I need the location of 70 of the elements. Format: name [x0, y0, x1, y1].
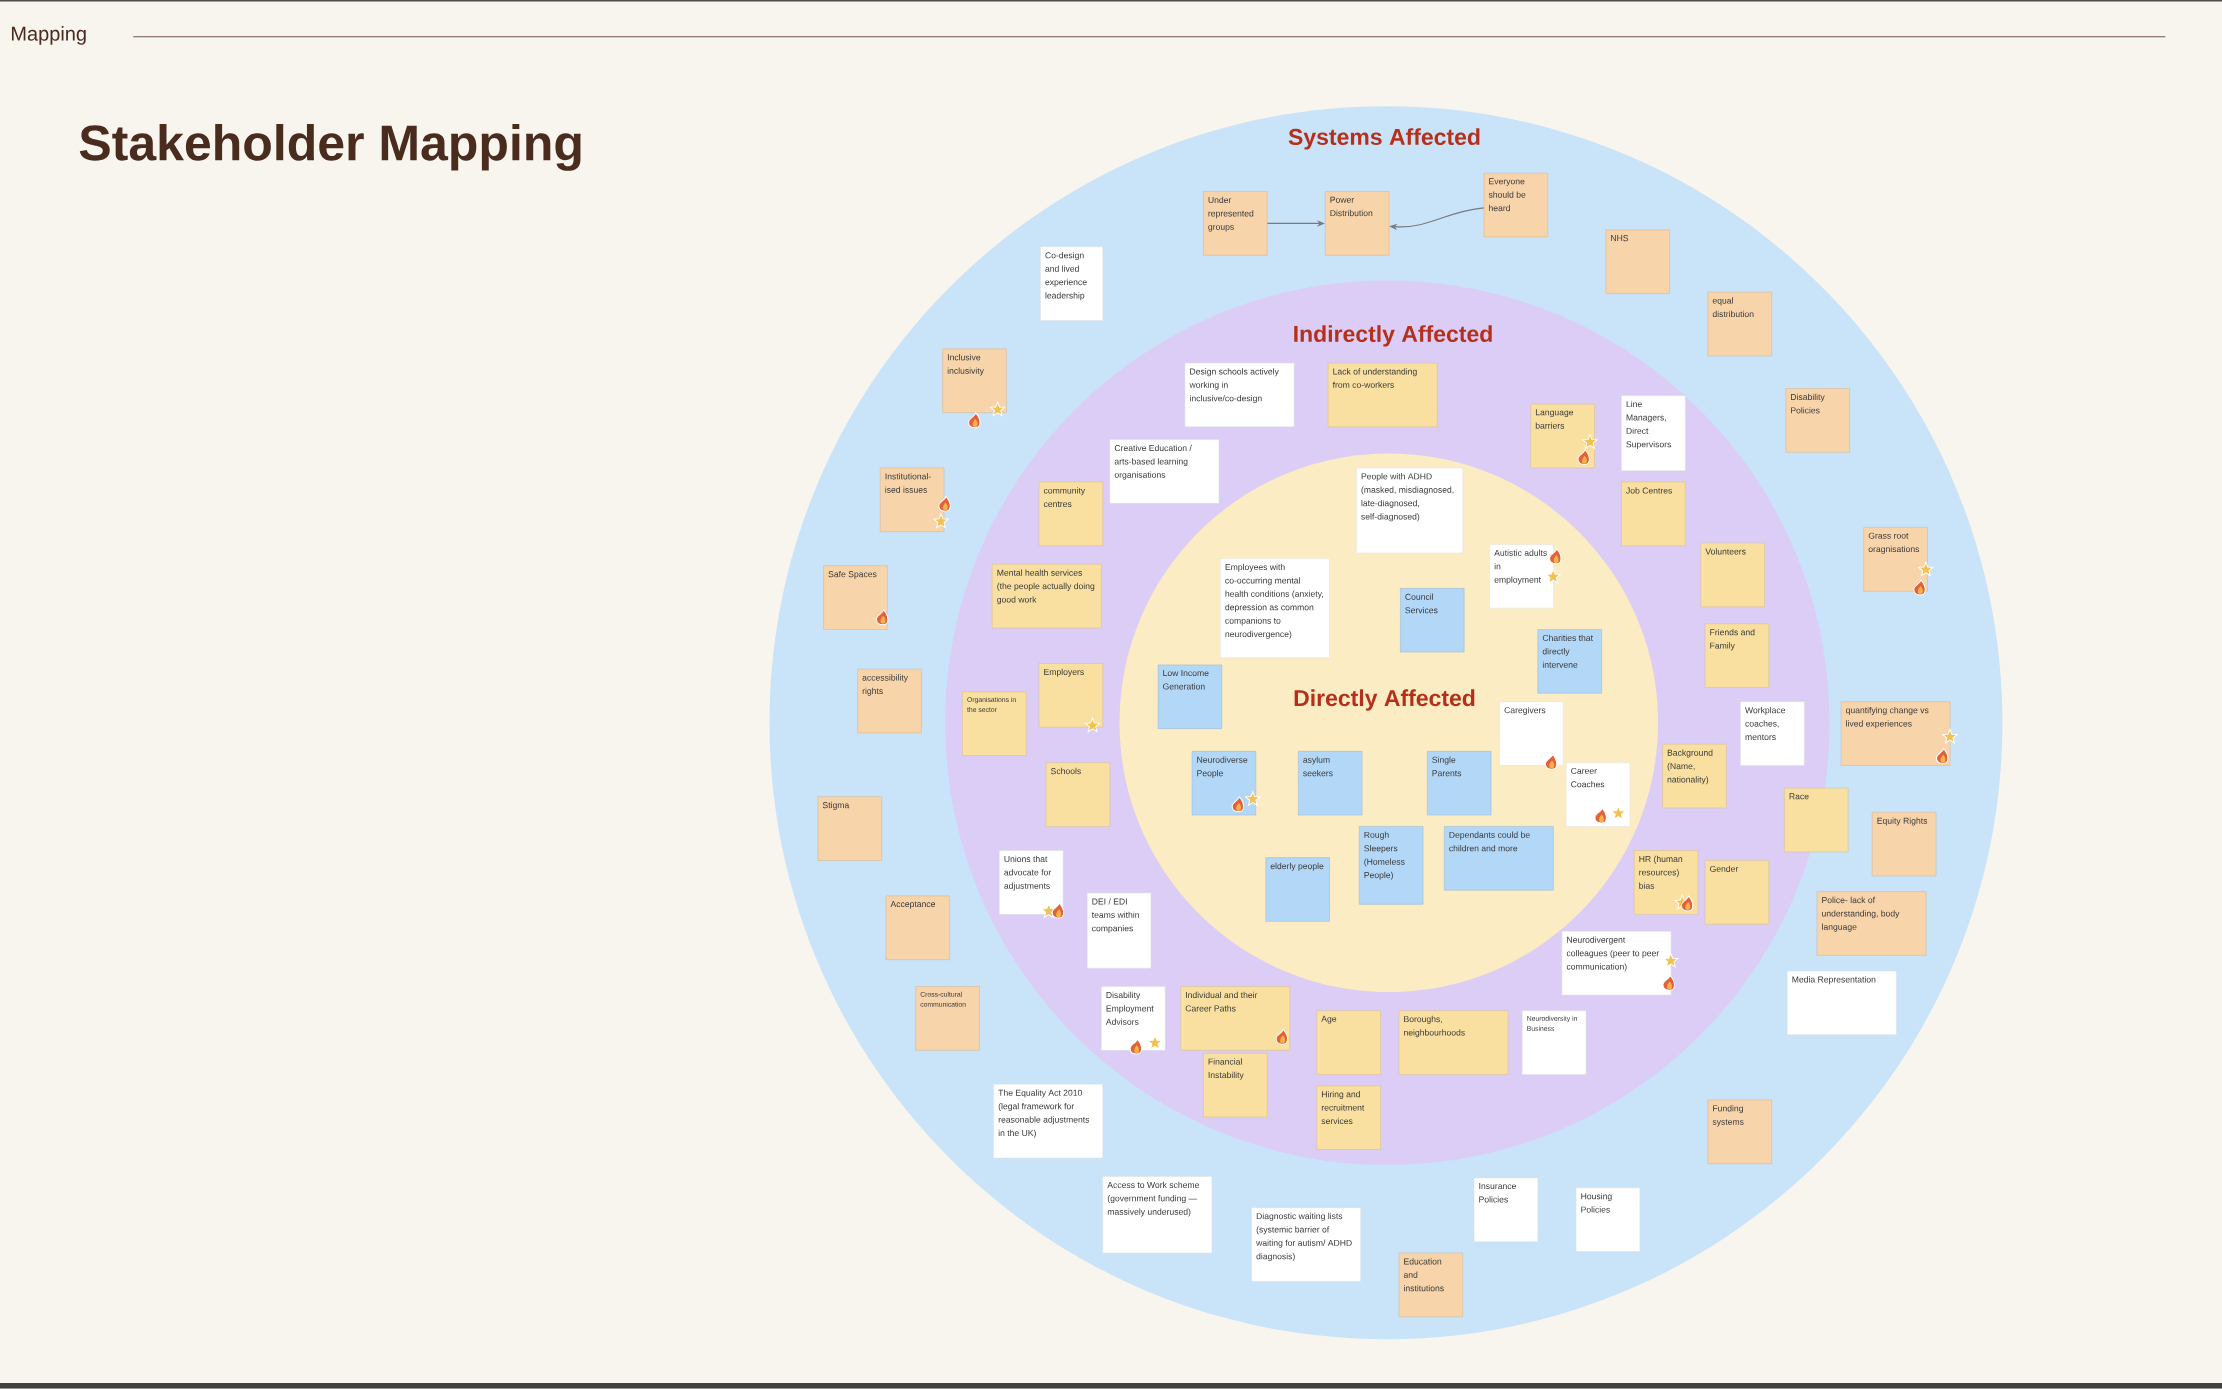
sticky-note: Insurance Policies — [1473, 1177, 1539, 1242]
sticky-note: Design schools actively working in inclusive/co-design — [1184, 362, 1295, 428]
sticky-note: Age — [1316, 1010, 1381, 1075]
sticky-note: Low Income Generation — [1157, 664, 1223, 729]
header-label: Mapping — [11, 26, 86, 45]
sticky-note: Disability Employment Advisors — [1101, 986, 1166, 1051]
sticky-note: Dependants could be children and more — [1444, 826, 1554, 891]
sticky-note: Mental health services (the people actually doing good work — [992, 564, 1102, 629]
sticky-note: Disability Policies — [1785, 388, 1850, 453]
sticky-note: Unions that advocate for adjustments — [999, 850, 1064, 915]
sticky-note: Neurodiverse People — [1191, 751, 1257, 816]
sticky-note: Inclusive inclusivity — [942, 348, 1007, 413]
sticky-note: Career Coaches — [1565, 762, 1631, 827]
sticky-note: Council Services — [1400, 588, 1465, 653]
sticky-note: Race — [1784, 788, 1849, 853]
sticky-note: Education and institutions — [1398, 1252, 1463, 1318]
sticky-note: Line Managers, Direct Supervisors — [1621, 395, 1686, 472]
sticky-note: Power Distribution — [1325, 191, 1390, 256]
band-heading: Directly Affected — [1294, 689, 1475, 711]
sticky-note: Diagnostic waiting lists (systemic barrier of waiting for autism/ ADHD diagnosis) — [1251, 1207, 1361, 1282]
sticky-note: Grass root oragnisations — [1863, 527, 1928, 592]
sticky-note: accessibility rights — [857, 669, 922, 734]
sticky-note: Job Centres — [1621, 481, 1686, 547]
sticky-note: Stigma — [817, 796, 882, 861]
sticky-note: Under represented groups — [1203, 191, 1268, 256]
sticky-note: asylum seekers — [1298, 751, 1363, 816]
sticky-note: Background (Name, nationality) — [1662, 744, 1727, 809]
sticky-note: Boroughs, neighbourhoods — [1398, 1010, 1509, 1075]
sticky-note: Charities that directly intervene — [1537, 629, 1602, 694]
sticky-note: People with ADHD (masked, misdiagnosed, late-diagnosed, self-diagnosed) — [1356, 467, 1463, 554]
band-heading: Indirectly Affected — [1294, 325, 1492, 347]
sticky-note: Equity Rights — [1872, 812, 1937, 877]
sticky-note: The Equality Act 2010 (legal framework for reasonable adjustments in the UK) — [993, 1084, 1103, 1159]
sticky-note: Funding systems — [1707, 1099, 1772, 1165]
sticky-note: elderly people — [1265, 857, 1330, 922]
sticky-note: equal distribution — [1707, 292, 1772, 357]
sticky-note: quantifying change vs lived experiences — [1840, 701, 1951, 766]
sticky-note: Language barriers — [1530, 404, 1595, 469]
sticky-note: Individual and their Career Paths — [1180, 986, 1291, 1051]
sticky-note: Co-design and lived experience leadership — [1040, 246, 1104, 321]
sticky-note: Friends and Family — [1704, 623, 1770, 688]
sticky-note: HR (human resources) bias — [1633, 850, 1699, 915]
sticky-note: Creative Education / arts-based learning organisations — [1109, 439, 1220, 504]
sticky-note: community centres — [1038, 481, 1104, 547]
sticky-note: Autistic adults in employment — [1489, 544, 1554, 609]
sticky-note: Single Parents — [1427, 751, 1492, 816]
sticky-note: Housing Policies — [1575, 1187, 1641, 1252]
sticky-note: NHS — [1605, 229, 1670, 294]
sticky-note: Institutional-ised issues — [880, 467, 945, 532]
sticky-note: Police- lack of understanding, body language — [1816, 891, 1927, 956]
sticky-note: Hiring and recruitment services — [1316, 1085, 1381, 1150]
sticky-note: Everyone should be heard — [1483, 173, 1548, 238]
sticky-note: Employees with co-occurring mental health conditions (anxiety, depression as common companions to neurodivergence) — [1220, 558, 1330, 659]
sticky-note: Volunteers — [1700, 542, 1765, 608]
sticky-note: Safe Spaces — [823, 565, 888, 630]
sticky-note: Caregivers — [1499, 701, 1564, 766]
title: Stakeholder Mapping — [79, 124, 581, 171]
sticky-note: Schools — [1045, 762, 1111, 827]
band-heading: Systems Affected — [1288, 128, 1480, 150]
sticky-note: Financial Instability — [1203, 1053, 1268, 1118]
sticky-note: Employers — [1038, 663, 1104, 728]
sticky-note: Neurodivergent colleagues (peer to peer communication) — [1561, 931, 1672, 996]
sticky-note: Media Representation — [1787, 970, 1897, 1036]
sticky-note: Lack of understanding from co-workers — [1327, 362, 1438, 428]
sticky-note: Access to Work scheme (government funding — massively underused) — [1102, 1176, 1213, 1254]
sticky-note: DEI / EDI teams within companies — [1086, 892, 1152, 969]
sticky-note: Acceptance — [885, 895, 950, 960]
sticky-note: Rough Sleepers (Homeless People) — [1359, 826, 1424, 905]
sticky-note: Gender — [1704, 860, 1770, 925]
sticky-note: Workplace coaches, mentors — [1740, 701, 1805, 766]
